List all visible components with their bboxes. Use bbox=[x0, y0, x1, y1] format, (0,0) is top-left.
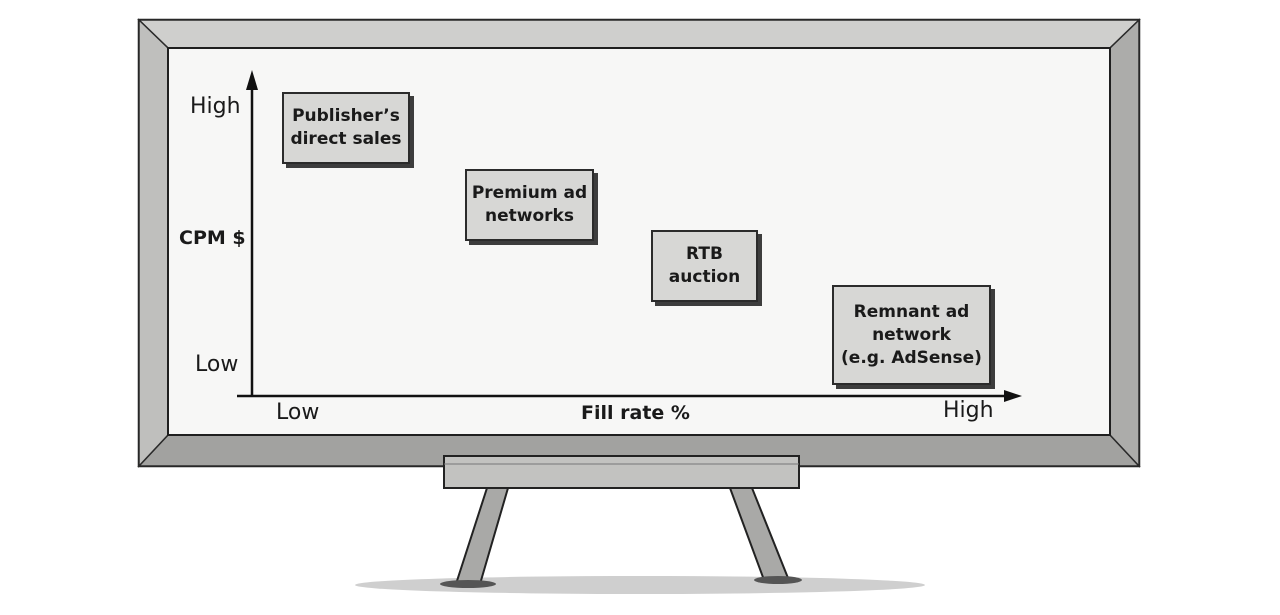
x-axis-low-label: Low bbox=[276, 400, 320, 425]
axes bbox=[237, 70, 1022, 402]
x-axis-title: Fill rate % bbox=[581, 402, 690, 424]
card-remnant-ad-network: Remnant ad network (e.g. AdSense) bbox=[832, 285, 991, 385]
card-rtb-auction: RTB auction bbox=[651, 230, 758, 302]
card-publishers-direct-sales: Publisher’s direct sales bbox=[282, 92, 410, 164]
x-axis-high-label: High bbox=[943, 398, 994, 423]
y-axis-title: CPM $ bbox=[179, 227, 246, 249]
ground-shadow bbox=[355, 576, 925, 594]
easel-legs bbox=[440, 487, 802, 588]
y-axis-arrowhead bbox=[246, 70, 258, 90]
board-frame bbox=[137, 18, 1141, 468]
y-axis-low-label: Low bbox=[195, 352, 239, 377]
x-axis-arrowhead bbox=[1004, 390, 1022, 402]
card-premium-ad-networks: Premium ad networks bbox=[465, 169, 594, 241]
easel-tray bbox=[443, 455, 800, 489]
y-axis-high-label: High bbox=[190, 94, 241, 119]
